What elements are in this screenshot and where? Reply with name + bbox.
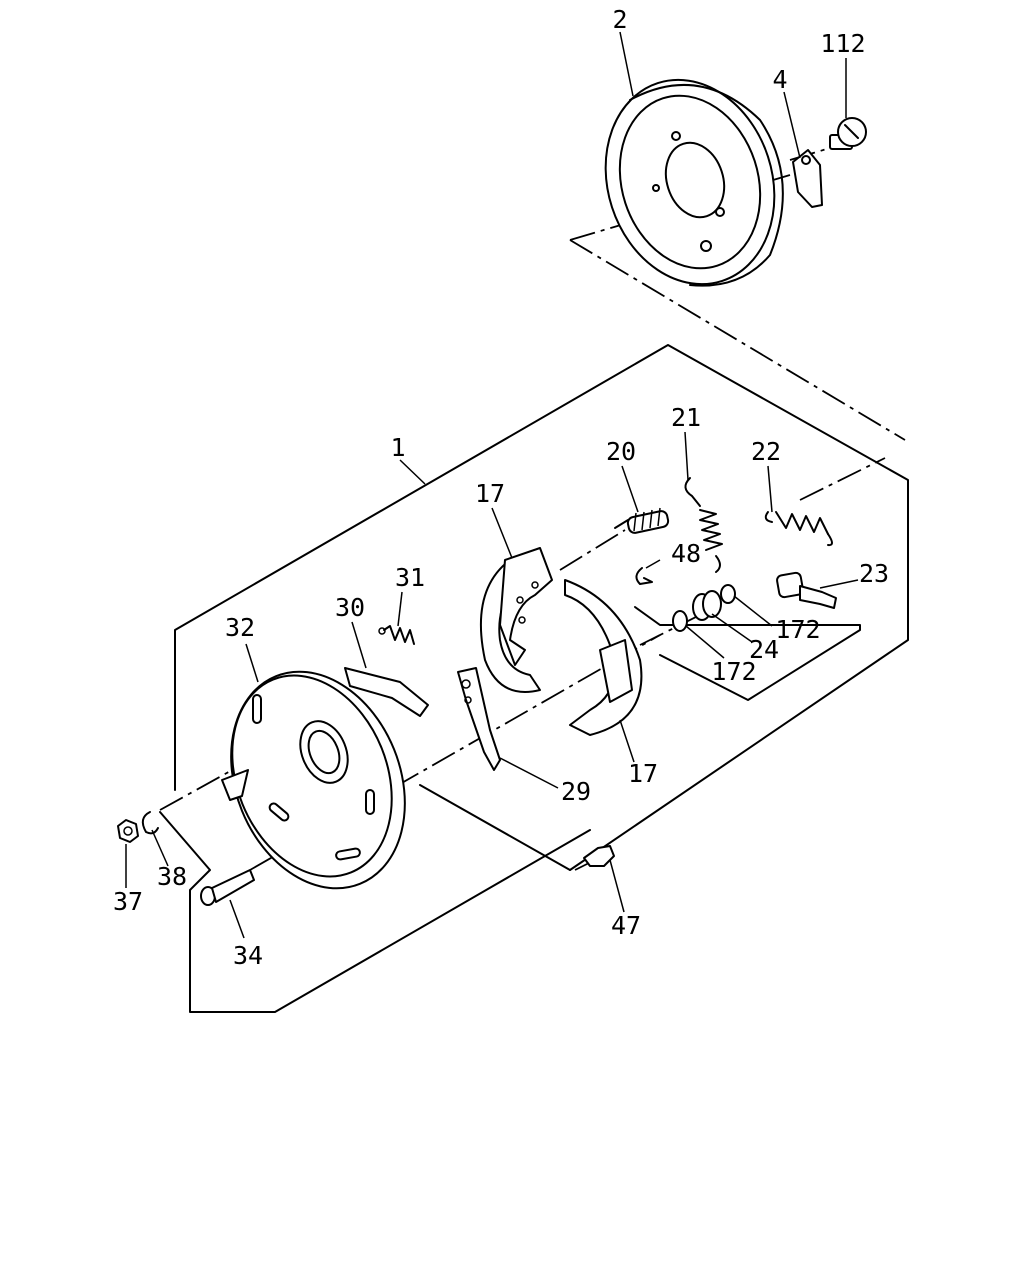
callout-30: 30 xyxy=(335,593,365,622)
bleeder-screw xyxy=(583,845,615,867)
callout-leaders xyxy=(125,31,859,939)
lock-washer xyxy=(141,811,159,835)
callout-48: 48 xyxy=(671,539,701,568)
callout-labels: 2 112 4 1 21 20 22 17 48 23 31 30 32 172… xyxy=(113,5,889,970)
callout-1: 1 xyxy=(390,433,405,462)
callout-31: 31 xyxy=(395,563,425,592)
brake-shoe-upper xyxy=(479,547,553,693)
brake-shoe-lower xyxy=(564,579,643,736)
lock-plate xyxy=(792,149,823,208)
adjuster-bolt xyxy=(776,571,837,609)
callout-29: 29 xyxy=(561,777,591,806)
callout-4: 4 xyxy=(772,65,787,94)
assembly-frame xyxy=(159,344,909,1013)
callout-17-lower: 17 xyxy=(628,759,658,788)
washer-upper xyxy=(720,584,736,604)
adjuster-nut xyxy=(692,590,722,621)
shoe-spring-20 xyxy=(614,507,670,534)
callout-22: 22 xyxy=(751,437,781,466)
callout-23: 23 xyxy=(859,559,889,588)
callout-37: 37 xyxy=(113,887,143,916)
callout-2: 2 xyxy=(612,5,627,34)
callout-38: 38 xyxy=(157,862,187,891)
callout-34: 34 xyxy=(233,941,263,970)
callout-172-lower: 172 xyxy=(711,657,756,686)
retaining-clip xyxy=(635,567,653,585)
callout-47: 47 xyxy=(611,911,641,940)
callout-20: 20 xyxy=(606,437,636,466)
callout-112: 112 xyxy=(820,29,865,58)
callout-32: 32 xyxy=(225,613,255,642)
brake-drum xyxy=(604,78,784,287)
hex-nut xyxy=(117,819,139,843)
callout-17-upper: 17 xyxy=(475,479,505,508)
backing-plate xyxy=(221,670,406,890)
spring-22 xyxy=(764,511,833,547)
small-spring xyxy=(378,625,415,645)
mounting-bolt xyxy=(200,869,255,906)
washer-lower xyxy=(672,610,688,632)
callout-21: 21 xyxy=(671,403,701,432)
callout-172-upper: 172 xyxy=(775,615,820,644)
callout-24: 24 xyxy=(749,635,779,664)
return-spring-21 xyxy=(684,477,723,573)
parking-lever xyxy=(457,667,501,771)
drum-screw xyxy=(829,117,867,150)
adjuster-plate xyxy=(344,667,429,717)
